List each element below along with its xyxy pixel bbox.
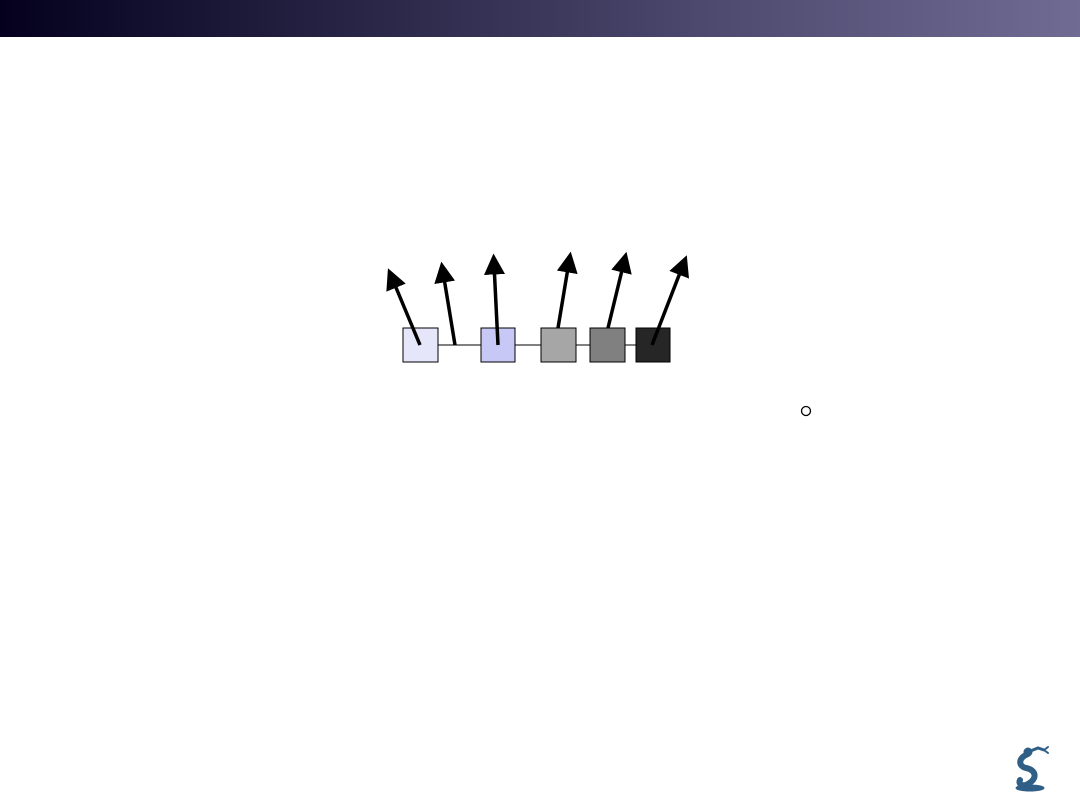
arrow-5: [606, 251, 632, 329]
arrow-6: [650, 255, 689, 346]
chain-box-4: [589, 327, 626, 363]
arrow-1: [386, 268, 422, 346]
arrow-4: [556, 251, 578, 329]
chain-box-3: [540, 327, 577, 363]
header-bar: [0, 0, 1080, 37]
arrow-3: [484, 253, 506, 346]
small-circle-marker: [800, 405, 812, 417]
chain-box-1: [402, 327, 439, 363]
robot-arm-logo-icon: [1015, 746, 1049, 792]
arrow-2: [434, 261, 457, 346]
